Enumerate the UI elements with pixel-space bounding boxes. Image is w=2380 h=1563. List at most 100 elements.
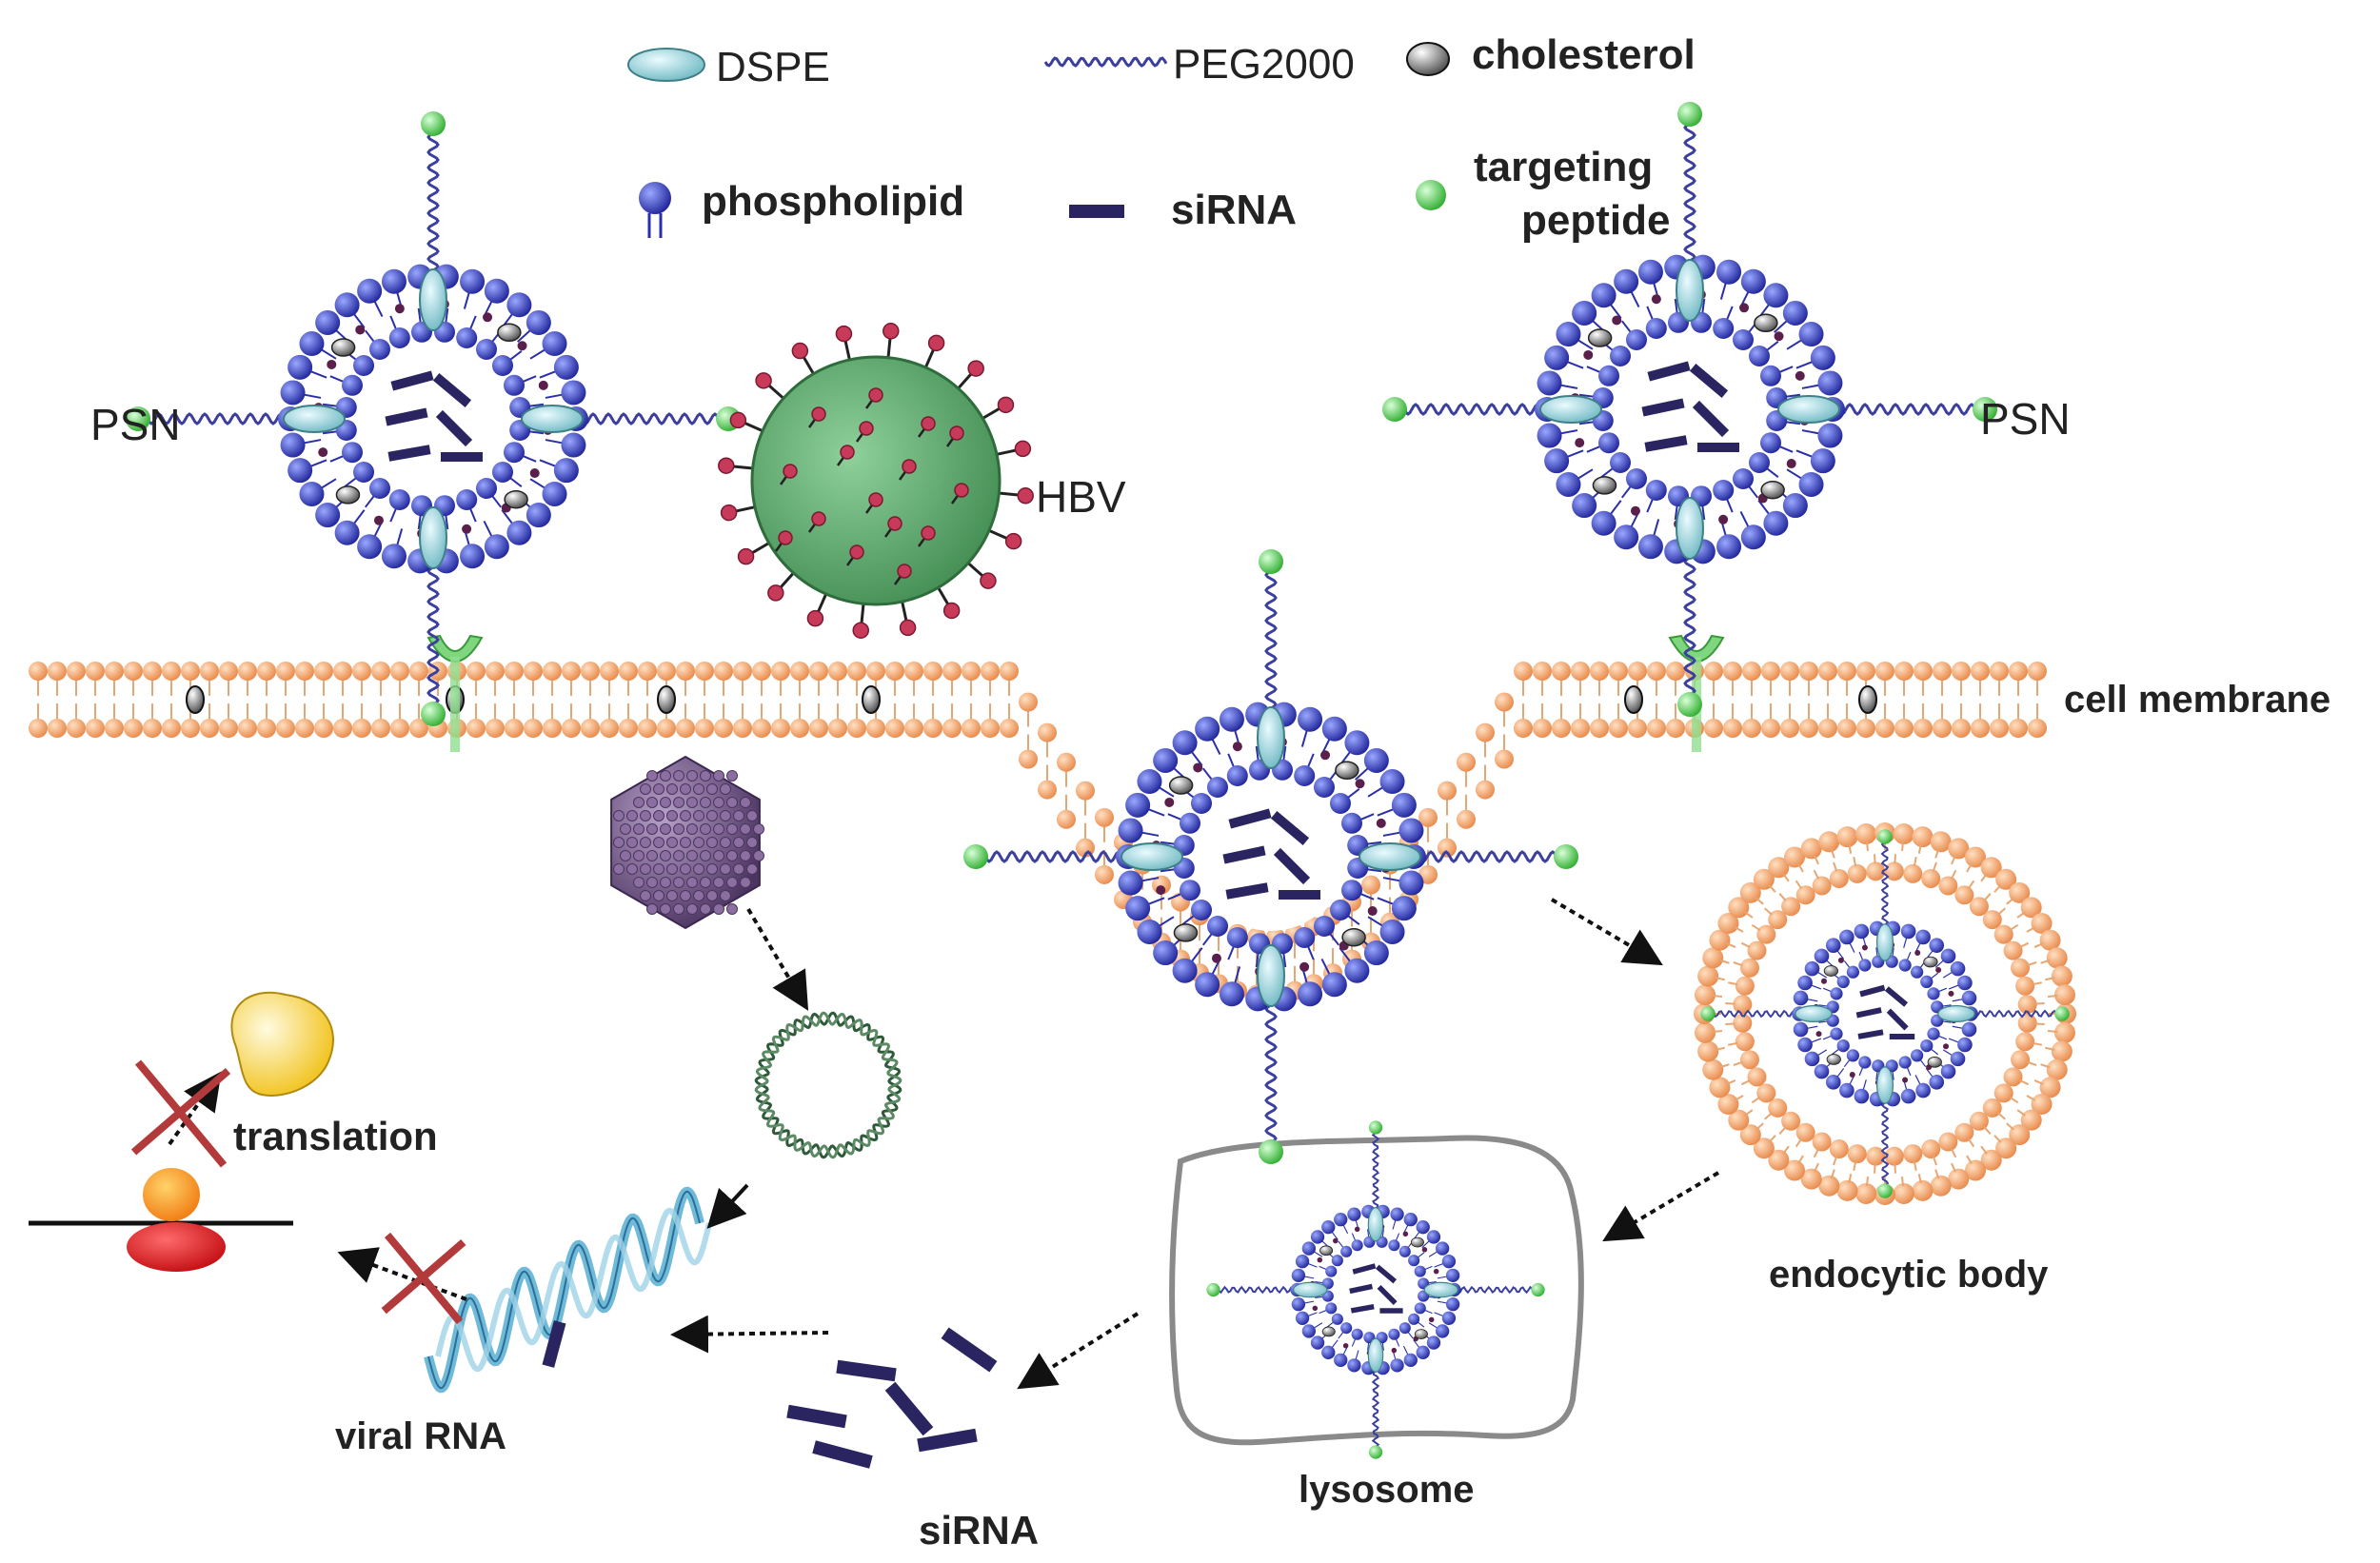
phospholipid-head — [1414, 1302, 1426, 1315]
vesicle-lipid-head — [2051, 1040, 2073, 1062]
lipid-tail — [2019, 1078, 2030, 1086]
lipid-tail — [2034, 1002, 2045, 1005]
lipid-head — [1457, 752, 1476, 772]
phospholipid-head — [1797, 1037, 1813, 1053]
phospholipid-head — [1329, 792, 1351, 814]
lipid-head — [714, 719, 733, 738]
targeting-peptide — [1368, 1120, 1383, 1135]
lipid-tail — [1712, 1029, 1723, 1034]
lipid-head — [86, 719, 105, 738]
hbv-surface-antigen — [783, 464, 798, 479]
lipid-tail — [1725, 1022, 1735, 1025]
legend-targeting-peptide-icon — [1416, 180, 1446, 210]
encapsulated-sirna — [1859, 984, 1886, 998]
vesicle-lipid-head — [1980, 857, 2002, 879]
lipid-head — [1971, 719, 1990, 738]
bilayer-dot — [1820, 978, 1827, 984]
phospholipid-head — [1858, 959, 1872, 972]
lipid-head — [1533, 719, 1552, 738]
phospholipid-head — [1961, 1021, 1977, 1038]
dspe-lipid — [1539, 395, 1602, 424]
vesicle-lipid-head — [1993, 1083, 2013, 1103]
vesicle-lipid-head — [1969, 897, 1989, 917]
lipid-head — [276, 662, 295, 681]
lipid-head — [1038, 722, 1057, 742]
cholesterol-molecule — [1826, 1054, 1841, 1065]
vesicle-lipid-head — [1781, 897, 1801, 917]
phospholipid-head — [1325, 1302, 1338, 1315]
lipid-head — [257, 662, 276, 681]
lipid-tail — [1917, 843, 1922, 854]
cholesterol-molecule — [497, 323, 522, 342]
vesicle-lipid-head — [1733, 1013, 1753, 1033]
targeting-peptide — [421, 111, 446, 136]
targeting-peptide — [1554, 844, 1578, 869]
lipid-head — [1799, 662, 1818, 681]
vesicle-lipid-head — [1768, 910, 1788, 930]
phospholipid-head — [1301, 1324, 1317, 1338]
phospholipid-head — [561, 432, 586, 458]
lipid-head — [733, 662, 752, 681]
lipid-head — [352, 662, 371, 681]
vesicle-lipid-head — [1980, 1149, 2002, 1171]
lipid-tail — [2009, 923, 2019, 932]
peg2000-chain — [1880, 1093, 1890, 1192]
vesicle-lipid-head — [1697, 1040, 1719, 1062]
vesicle-lipid-head — [2011, 1050, 2031, 1070]
lipid-head — [1418, 864, 1438, 884]
vesicle-lipid-head — [1948, 838, 1970, 860]
lipid-head — [1914, 662, 1933, 681]
dspe-lipid — [419, 268, 447, 331]
lipid-tail — [1768, 884, 1776, 893]
released-sirna-strand — [884, 1381, 934, 1436]
hbv-surface-antigen — [868, 387, 883, 403]
aqueous-core — [1840, 969, 1930, 1058]
phospholipid-head — [1291, 1297, 1306, 1312]
lipid-head — [1856, 662, 1875, 681]
encapsulated-sirna — [1692, 400, 1730, 438]
vesicle-lipid-head — [1912, 1179, 1934, 1201]
vesicle-lipid-head — [1768, 1149, 1790, 1171]
encapsulated-sirna — [1857, 1029, 1884, 1039]
lipid-head — [981, 719, 1000, 738]
hbv-surface-antigen — [835, 325, 853, 343]
lipid-tail — [1951, 855, 1956, 865]
phospholipid-head — [1804, 960, 1820, 977]
encapsulated-sirna — [1228, 808, 1272, 829]
lipid-head — [29, 719, 48, 738]
lysosome-label: lysosome — [1299, 1469, 1475, 1511]
lipid-tail — [2032, 1041, 2042, 1046]
lipid-tail — [1795, 880, 1803, 890]
bilayer-dot — [327, 359, 337, 369]
lipid-tail — [1733, 1060, 1743, 1066]
phospholipid-head — [1321, 972, 1347, 998]
phospholipid-head — [1782, 300, 1808, 326]
cholesterol-molecule — [1587, 328, 1613, 347]
ribosome-large-subunit — [127, 1222, 226, 1272]
lipid-head — [809, 719, 828, 738]
vesicle-lipid-head — [1702, 947, 1724, 969]
lipid-tail — [1950, 869, 1957, 880]
lipid-tail — [2045, 1046, 2055, 1051]
cholesterol-molecule — [1927, 1056, 1942, 1068]
phospholipid-head — [1295, 1311, 1310, 1325]
cholesterol-molecule — [1168, 776, 1194, 795]
lipid-tail — [1712, 994, 1723, 999]
phospholipid-head — [1793, 990, 1809, 1006]
lipid-tail — [1715, 1046, 1725, 1051]
arrow-lysosome-to-sirna — [1017, 1312, 1140, 1390]
phospholipid-head — [1344, 958, 1370, 983]
vesicle-lipid-head — [1884, 1146, 1904, 1166]
vesicle-lipid-head — [2009, 1124, 2031, 1146]
phospholipid-head — [1219, 706, 1244, 732]
hbv-surface-antigen — [902, 459, 917, 474]
phospholipid-head — [1814, 1063, 1830, 1079]
lipid-head — [657, 719, 676, 738]
cccdna-circle — [754, 1011, 902, 1159]
vesicle-lipid-head — [1818, 1175, 1840, 1197]
dspe-lipid — [1676, 259, 1704, 322]
vesicle-lipid-head — [2020, 1109, 2042, 1131]
encapsulated-sirna — [390, 370, 434, 391]
lipid-head — [695, 719, 714, 738]
